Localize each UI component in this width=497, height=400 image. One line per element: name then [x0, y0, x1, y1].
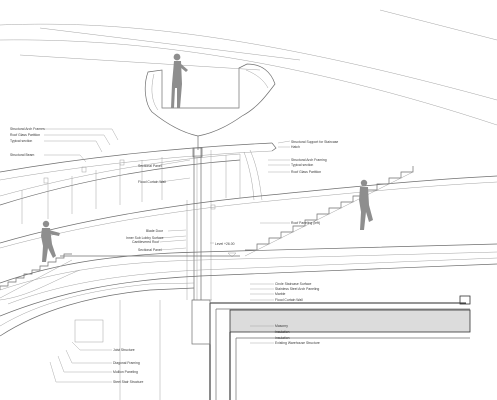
label-insulation: Insulation: [275, 330, 290, 334]
label-diagonal-framing: Diagonal Framing: [113, 361, 140, 365]
label-level: Level +26.00: [215, 242, 235, 246]
label-support-staircase: Structural Support for Staircase: [291, 140, 338, 144]
label-sectional-panel: Sectional Panel: [138, 164, 162, 168]
label-arch-framing: Structural Arch Framing: [291, 158, 327, 162]
label-sectional-panel-lower: Sectional Panel: [138, 248, 162, 252]
floor-datum: [60, 252, 240, 258]
label-mullion-paneling: Mullion Paneling: [113, 370, 138, 374]
viewing-pod: [144, 63, 276, 150]
label-cantilevered-roof: Cantilevered Roof: [132, 240, 159, 244]
label-blade-door: Blade Door: [146, 229, 164, 233]
upper-roof-arch: [0, 142, 277, 224]
central-column: [186, 147, 212, 300]
label-insulation-2: Insulation: [275, 336, 290, 340]
label-structural-arch-frames: Structural Arch Frames: [10, 127, 45, 131]
person-left-stair-icon: [41, 220, 60, 262]
person-right-stair-icon: [359, 179, 373, 230]
existing-building-slab: [74, 295, 471, 400]
label-existing-structure: Existing Warehouse Structure: [275, 341, 320, 345]
label-inner-sub-lobby: Inner Sub Lobby Surface: [126, 236, 164, 240]
label-hatch: Hatch: [291, 145, 300, 149]
person-in-pod-icon: [171, 53, 188, 108]
annotation-labels: Structural Arch Frames Roof Glass Partit…: [10, 127, 338, 384]
right-staircase: [244, 166, 414, 257]
label-roof-glass-partition-right: Roof Glass Partition: [291, 170, 321, 174]
label-roof-paneling: Roof Paneling (left): [291, 221, 320, 225]
label-circle-staircase: Circle Staircase Surface: [275, 282, 311, 286]
left-staircase: [0, 253, 73, 299]
label-structural-beam: Structural Beam: [10, 153, 34, 157]
label-joist-structure: Joist Structure: [113, 348, 135, 352]
label-roof-glass-partition: Roof Glass Partition: [10, 133, 40, 137]
construction-lines-top: [0, 9, 497, 126]
label-typical-section: Typical section: [10, 139, 32, 143]
label-flood-curtain-wall-lower: Flood Curtain Wall: [275, 298, 303, 302]
label-steel-stair-structure: Steel Stair Structure: [113, 380, 143, 384]
label-masonry: Masonry: [275, 324, 288, 328]
label-typical-section-right: Typical section: [291, 163, 313, 167]
label-flood-curtain-wall-upper: Flood Curtain Wall: [138, 180, 166, 184]
label-marble: Marble: [275, 292, 285, 296]
label-stainless-paneling: Stainless Steel Arch Paneling: [275, 287, 319, 291]
leader-lines: [44, 128, 291, 383]
